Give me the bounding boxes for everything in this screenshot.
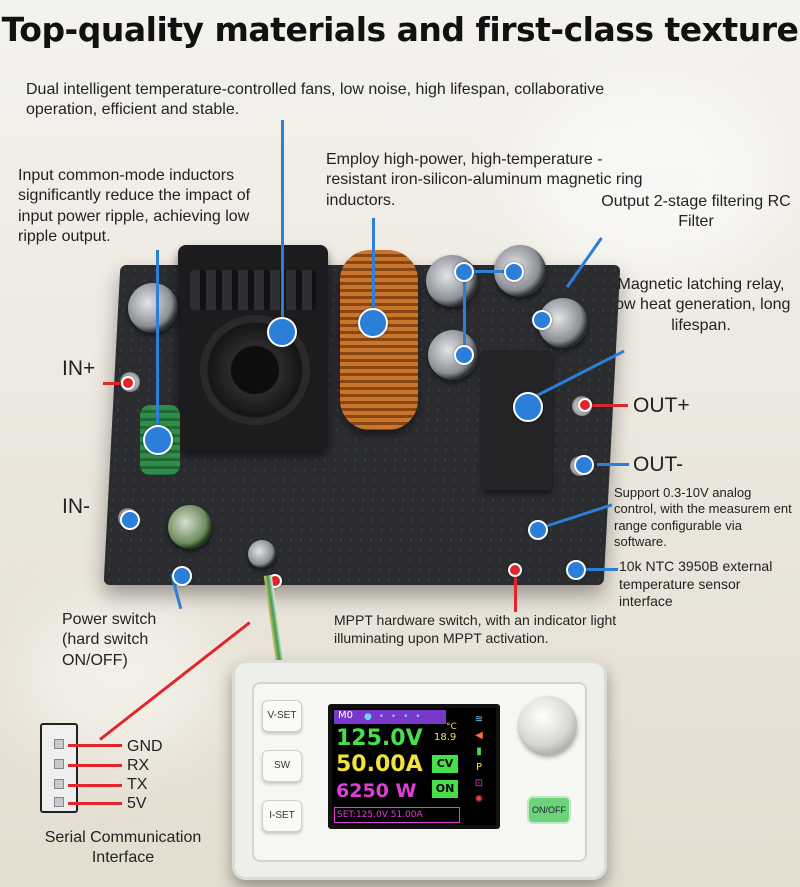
fans-annotation: Dual intelligent temperature-controlled …	[26, 81, 605, 119]
current-readout: 50.00A	[336, 752, 423, 777]
in-minus-label: IN-	[62, 495, 90, 518]
serial-pin-gnd: GND	[127, 738, 163, 755]
out-plus-dot	[578, 398, 592, 412]
mppt-annotation: MPPT hardware switch, with an indicator …	[334, 612, 617, 646]
state-badge: ON	[432, 780, 458, 798]
ntc-callout-line	[572, 568, 618, 571]
filter-callout-dot	[532, 310, 552, 330]
screen-status-bar	[334, 710, 446, 724]
serial-pin-tx: TX	[127, 776, 148, 793]
filter-callout-dot	[454, 345, 474, 365]
cooling-fan	[178, 245, 328, 450]
serial-connector	[40, 723, 78, 813]
in-plus-label: IN+	[62, 357, 96, 380]
magnetic-ring-annotation: Employ high-power, high-temperature -res…	[326, 151, 643, 209]
wifi-icon: ≋	[474, 714, 484, 725]
out-minus-dot	[574, 455, 594, 475]
output-capacitor	[426, 255, 478, 307]
p-icon: P	[475, 762, 483, 773]
filter-callout-dot	[504, 262, 524, 282]
inductor-callout-dot	[143, 425, 173, 455]
set-line: SET:125.0V 51.00A	[334, 807, 460, 823]
power-readout: 6250 W	[336, 780, 417, 802]
background-glow	[520, 80, 780, 280]
out-plus-line	[590, 404, 628, 407]
in-minus-dot	[120, 510, 140, 530]
out-plus-label: OUT+	[633, 394, 690, 417]
mode-badge: CV	[432, 755, 458, 773]
temperature-readout: 18.9	[434, 732, 457, 743]
rotary-knob[interactable]	[519, 696, 577, 754]
magnetic-ring-inductor	[340, 250, 418, 430]
ring-callout-dot	[358, 308, 388, 338]
fans-callout-dot	[267, 317, 297, 347]
filter-callout-line	[463, 270, 513, 273]
voltage-readout: 125.0V	[336, 726, 423, 751]
display-module: V-SET SW I-SET ON/OFF M0 ● • • • • 125.0…	[232, 660, 607, 880]
sun-icon: ✺	[474, 794, 484, 805]
speaker-icon: ◀	[475, 730, 483, 741]
serial-pin-rx: RX	[127, 757, 150, 774]
filter-callout-dot	[454, 262, 474, 282]
ntc-callout-dot	[566, 560, 586, 580]
preset-label: M0	[338, 710, 353, 721]
preset-dots: ● • • • •	[364, 712, 423, 722]
inductor-callout-line	[156, 250, 159, 435]
i-set-button[interactable]: I-SET	[262, 800, 302, 832]
out-minus-label: OUT-	[633, 453, 684, 476]
magnetic-relay	[482, 350, 552, 490]
power-switch-dot	[172, 566, 192, 586]
relay-annotation: Magnetic latching relay, low heat genera…	[611, 276, 791, 334]
in-plus-line	[103, 382, 127, 385]
input-capacitor	[128, 283, 178, 333]
lcd-screen: M0 ● • • • • 125.0V 50.00A 6250 W 18.9 °…	[328, 704, 500, 829]
filter-callout-line	[463, 270, 466, 355]
in-plus-dot	[121, 376, 135, 390]
onoff-button[interactable]: ON/OFF	[527, 796, 571, 824]
power-switch-annotation: Power switch (hard switch ON/OFF)	[62, 611, 157, 669]
temperature-unit: °C	[446, 722, 457, 732]
battery-icon: ▮	[476, 746, 482, 757]
input-inductors-annotation: Input common-mode inductors significantl…	[18, 167, 251, 246]
sw-button[interactable]: SW	[262, 750, 302, 782]
lock-icon: ⊡	[474, 778, 484, 789]
serial-pin-5v: 5V	[127, 795, 147, 812]
fans-callout-line	[281, 120, 284, 325]
ribbon-cable	[263, 574, 285, 666]
relay-callout-dot	[513, 392, 543, 422]
ntc-annotation: 10k NTC 3950B external temperature senso…	[619, 558, 773, 609]
ring-callout-line	[372, 218, 375, 318]
heatsink-fins	[190, 270, 316, 310]
mppt-callout-line	[514, 570, 517, 612]
serial-annotation: Serial Communication Interface	[44, 829, 202, 867]
page-title: Top-quality materials and first-class te…	[1, 10, 799, 49]
mppt-callout-dot	[508, 563, 522, 577]
output-filter-annotation: Output 2-stage filtering RC Filter	[601, 193, 791, 231]
v-set-button[interactable]: V-SET	[262, 700, 302, 732]
green-capacitor	[168, 505, 212, 549]
analog-callout-dot	[528, 520, 548, 540]
small-capacitor	[248, 540, 276, 568]
out-minus-line	[597, 463, 629, 466]
status-icons: ≋ ◀ ▮ P ⊡ ✺	[466, 712, 492, 808]
analog-control-annotation: Support 0.3-10V analog control, with the…	[614, 485, 792, 549]
